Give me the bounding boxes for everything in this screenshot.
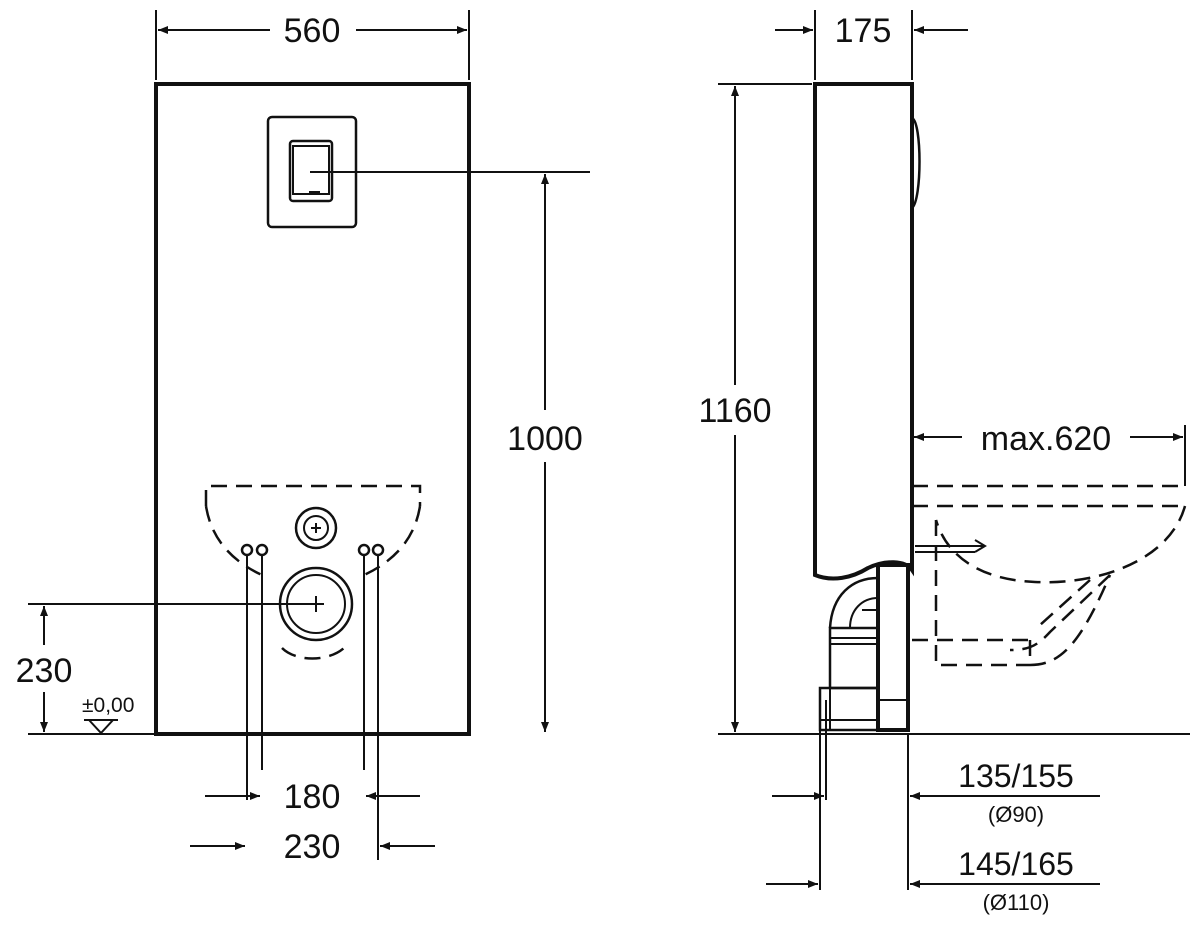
side-panel-outline xyxy=(813,82,914,581)
depth-label: 175 xyxy=(835,12,892,50)
total-height-label: 1160 xyxy=(698,392,771,430)
side-view: 175 1160 max.620 135/155 (Ø90) 145/165 (… xyxy=(698,10,1190,915)
inner-spacing-label: 180 xyxy=(284,778,341,816)
pipe-large-label: 145/165 xyxy=(958,846,1074,882)
side-flush-button xyxy=(910,116,921,209)
height-label: 1000 xyxy=(507,420,583,458)
width-label: 560 xyxy=(284,12,341,50)
side-water-fitting xyxy=(915,539,987,553)
outer-spacing-label: 230 xyxy=(284,828,341,866)
water-inlet xyxy=(294,506,338,550)
floor-level-label: ±0,00 xyxy=(82,694,134,717)
front-bowl-outline xyxy=(204,484,422,660)
outlet-height-label: 230 xyxy=(16,652,73,690)
side-waste-pipe xyxy=(818,563,910,732)
front-view: ±0,00 560 1000 230 180 230 xyxy=(16,10,590,866)
side-bowl-outline xyxy=(912,484,1187,667)
floor-level-symbol xyxy=(84,719,118,735)
pipe-large-diameter: (Ø110) xyxy=(983,890,1050,915)
pipe-small-label: 135/155 xyxy=(958,758,1074,794)
front-panel-outline xyxy=(154,82,471,736)
projection-label: max.620 xyxy=(981,420,1111,458)
pipe-small-diameter: (Ø90) xyxy=(988,802,1044,827)
